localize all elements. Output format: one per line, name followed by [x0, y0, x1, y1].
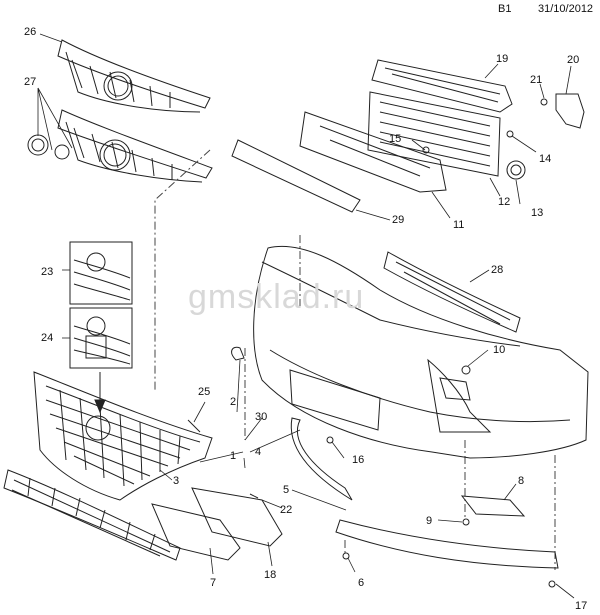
callout-30: 30 — [255, 411, 268, 423]
part-6-lower-lip — [335, 519, 559, 569]
part-7-fog-bezel — [151, 503, 241, 561]
part-23-inset-grille — [69, 241, 133, 305]
callout-25: 25 — [198, 386, 211, 398]
construction-lines — [154, 149, 556, 570]
part-10-clip — [461, 365, 471, 375]
sheet-code: B1 — [498, 3, 512, 15]
callout-5: 5 — [283, 484, 290, 496]
callout-13: 13 — [531, 207, 544, 219]
callout-3: 3 — [173, 475, 180, 487]
part-4-spoiler — [290, 417, 353, 501]
part-22-clip — [249, 493, 259, 499]
callout-20: 20 — [567, 54, 580, 66]
bumper-cover — [253, 245, 589, 459]
callout-27: 27 — [24, 76, 37, 88]
callout-9: 9 — [426, 515, 433, 527]
callout-26: 26 — [24, 26, 37, 38]
callout-6: 6 — [358, 577, 365, 589]
part-20-bracket — [540, 93, 585, 129]
part-11-carrier — [299, 111, 447, 193]
callout-23: 23 — [41, 266, 54, 278]
callout-19: 19 — [496, 53, 509, 65]
part-27-grille-emblem — [27, 109, 213, 183]
part-15-clip — [422, 146, 430, 154]
callout-17: 17 — [575, 600, 588, 612]
part-6-screw — [342, 552, 350, 560]
callout-1: 1 — [230, 450, 237, 462]
callout-29: 29 — [392, 214, 405, 226]
part-25-screw — [187, 419, 201, 433]
callout-21: 21 — [530, 74, 543, 86]
part-3-lower-grille — [3, 469, 181, 561]
callout-22: 22 — [280, 504, 293, 516]
diagram-date: 31/10/2012 — [538, 3, 594, 15]
callout-28: 28 — [491, 264, 504, 276]
callout-16: 16 — [352, 454, 365, 466]
callout-2: 2 — [230, 396, 237, 408]
callout-18: 18 — [264, 569, 277, 581]
part-17-screw — [548, 580, 556, 588]
part-26-upper-grille — [57, 39, 211, 113]
leader-lines — [37, 33, 575, 599]
part-2-clip — [231, 346, 245, 361]
part-14-clip — [506, 130, 514, 138]
callout-4: 4 — [255, 446, 262, 458]
callout-14: 14 — [539, 153, 552, 165]
part-12-air-shutter — [367, 91, 501, 177]
part-19-absorber — [371, 59, 513, 113]
part-29-panel — [231, 139, 361, 213]
main-grille — [33, 371, 213, 501]
callout-12: 12 — [498, 196, 511, 208]
callout-15: 15 — [389, 133, 402, 145]
watermark: gmsklad.ru — [188, 278, 365, 316]
part-18-fog-bezel — [191, 487, 283, 547]
part-13-sensor — [506, 160, 526, 180]
callout-10: 10 — [493, 344, 506, 356]
part-8-trim — [460, 495, 526, 517]
callout-24: 24 — [41, 332, 54, 344]
callout-7: 7 — [210, 577, 217, 589]
callout-11: 11 — [453, 219, 465, 231]
part-16-screw — [326, 436, 334, 444]
part-28-brace — [383, 251, 521, 333]
part-24-inset-grille — [69, 307, 133, 369]
callout-8: 8 — [518, 475, 525, 487]
part-9-screw — [462, 518, 470, 526]
